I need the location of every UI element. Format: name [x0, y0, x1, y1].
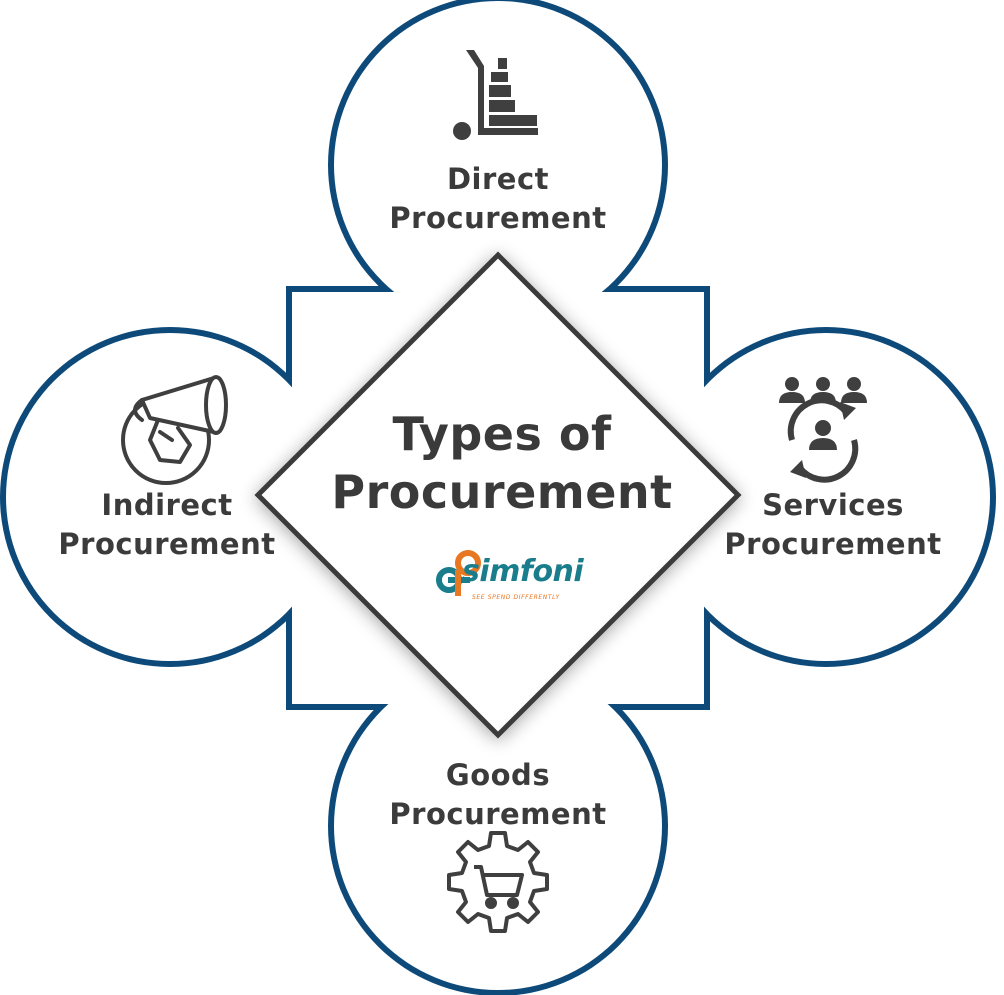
logo-tagline: SEE SPEND DIFFERENTLY — [472, 594, 560, 601]
indirect-line2: Procurement — [58, 527, 276, 561]
indirect-procurement-label: Indirect Procurement — [22, 486, 312, 564]
people-cycle-icon — [779, 377, 867, 483]
center-title-line2: Procurement — [331, 465, 673, 519]
direct-line2: Procurement — [389, 201, 607, 235]
direct-procurement-label: Direct Procurement — [348, 160, 648, 238]
goods-line2: Procurement — [389, 797, 607, 831]
services-line1: Services — [762, 488, 904, 522]
services-line2: Procurement — [724, 527, 942, 561]
center-title: Types of Procurement — [302, 405, 702, 521]
simfoni-logo: simfoni SEE SPEND DIFFERENTLY — [425, 548, 584, 610]
center-diamond — [254, 251, 742, 739]
direct-line1: Direct — [446, 162, 550, 196]
center-title-line1: Types of — [392, 407, 612, 461]
logo-wordmark: simfoni — [462, 554, 584, 589]
cart-gear-icon — [447, 831, 549, 933]
indirect-line1: Indirect — [101, 488, 233, 522]
goods-line1: Goods — [445, 758, 551, 792]
megaphone-hand-icon — [121, 375, 228, 485]
goods-procurement-label: Goods Procurement — [348, 756, 648, 834]
services-procurement-label: Services Procurement — [688, 486, 978, 564]
hand-truck-icon — [453, 50, 538, 140]
simfoni-logo-mark — [436, 550, 481, 596]
